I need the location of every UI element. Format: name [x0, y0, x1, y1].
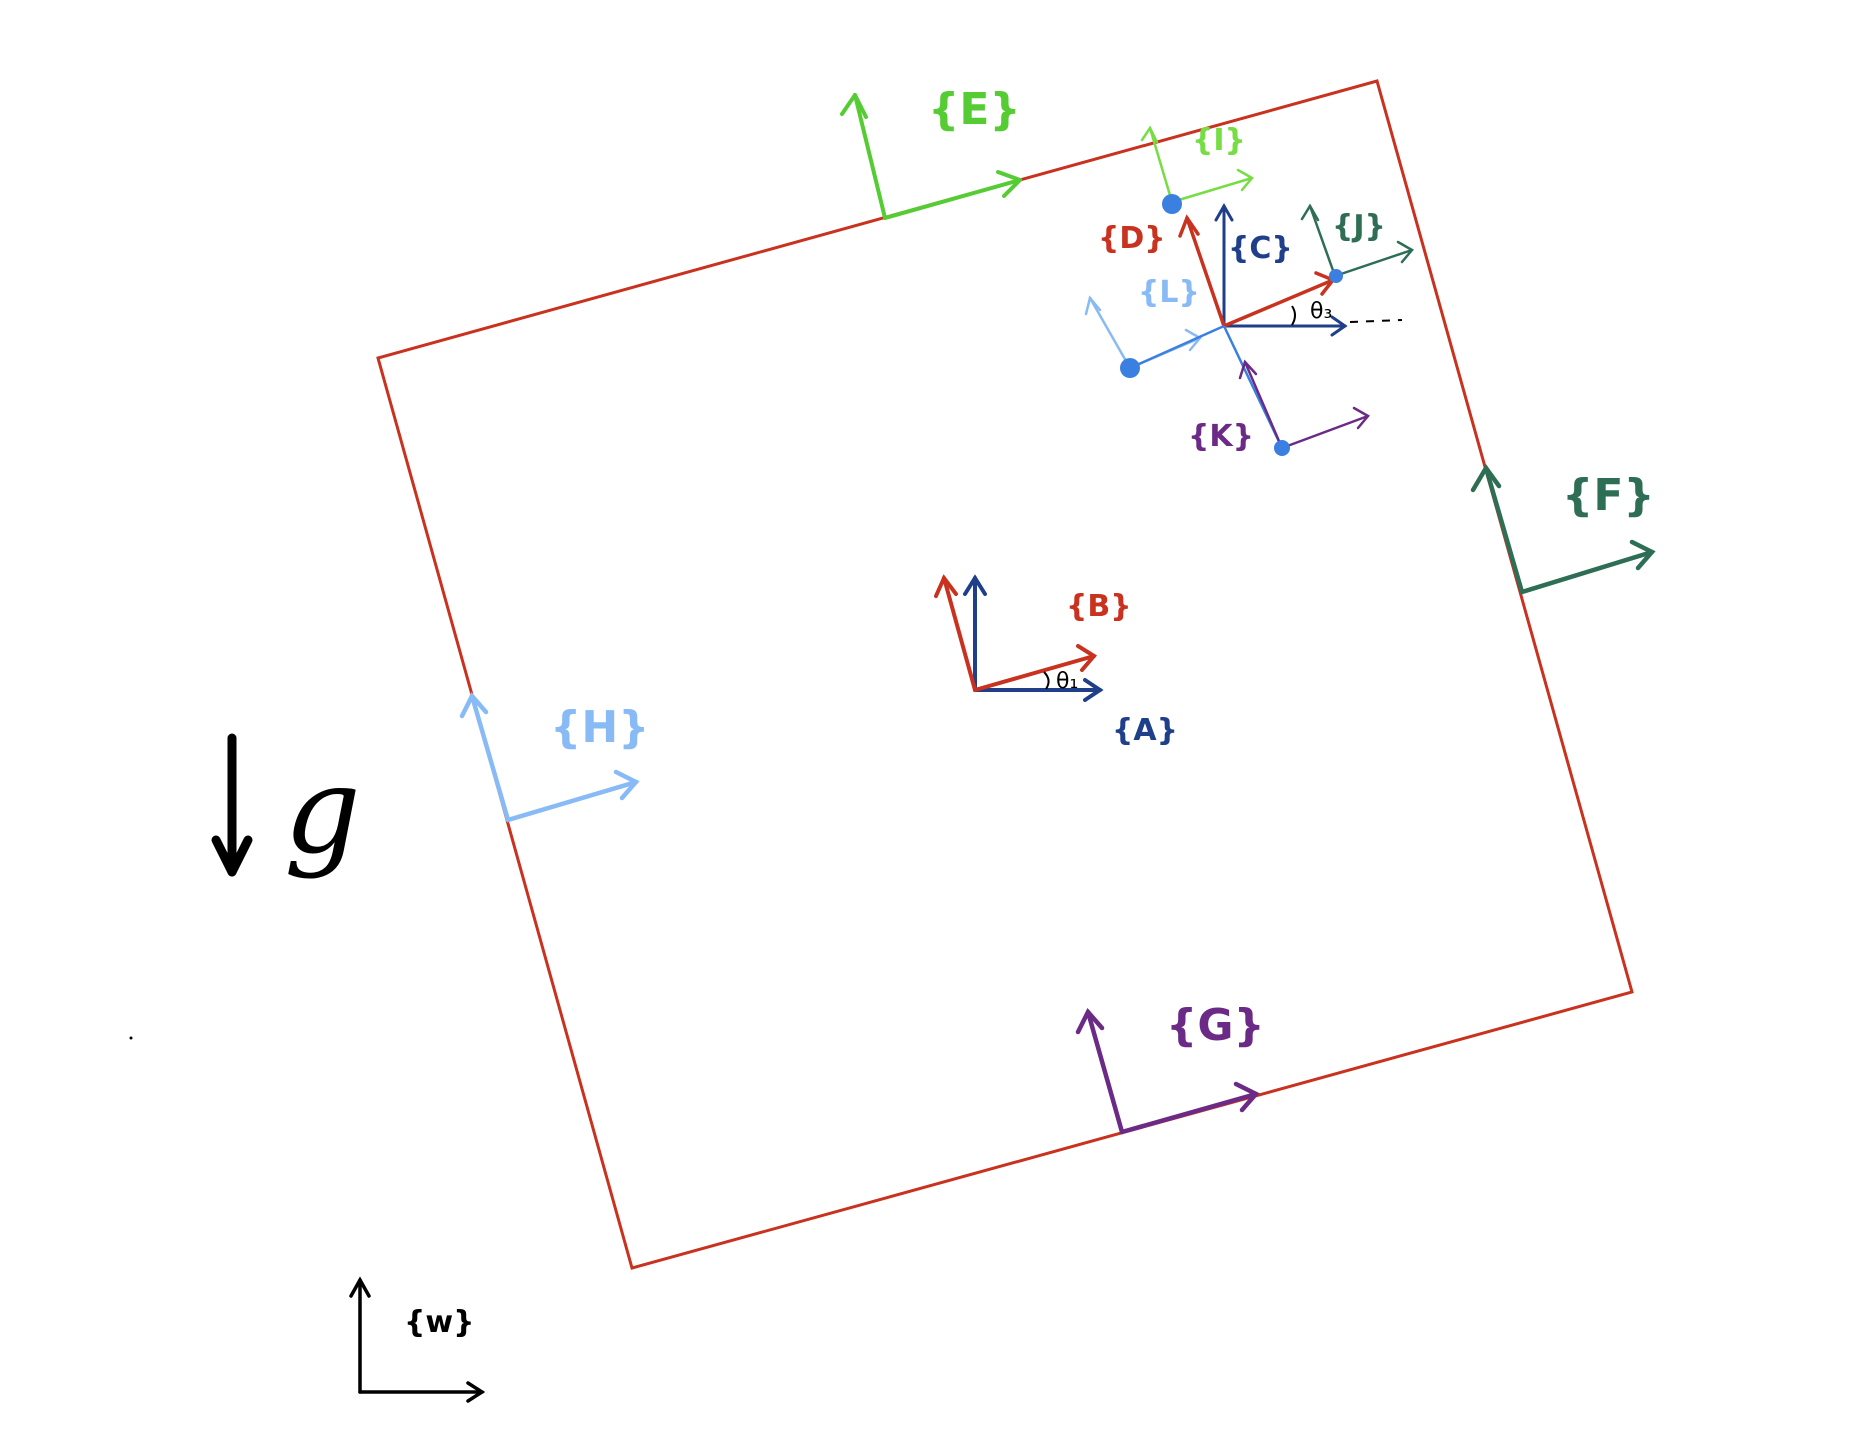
frame-W-label: {w}: [404, 1305, 474, 1340]
theta-1-label: θ₁: [1056, 669, 1078, 694]
frame-W-axes: [349, 1276, 486, 1403]
link-L-to-C: [1129, 324, 1225, 370]
frame-E-axes: [840, 93, 1022, 220]
frame-K-label: {K}: [1188, 419, 1254, 454]
frame-J-axes: [1300, 203, 1414, 278]
rigid-body-outline: [376, 79, 1634, 1270]
joint-dot-I: [1162, 194, 1182, 214]
frame-F-label: {F}: [1562, 470, 1655, 521]
frame-J-label: {J}: [1332, 209, 1386, 244]
frame-K-axes: [1238, 359, 1370, 450]
reference-dashed-line: [1349, 319, 1403, 323]
theta-1-arc: [1043, 671, 1050, 690]
frame-I-axes: [1140, 125, 1254, 204]
frame-A-label: {A}: [1112, 713, 1178, 748]
joint-dot-L: [1120, 358, 1140, 378]
frame-D-label: {D}: [1098, 221, 1166, 256]
stray-dot: [129, 1036, 133, 1040]
theta-3-arc: [1291, 305, 1296, 326]
frame-H-axes: [459, 691, 640, 823]
frame-B-axes: [934, 574, 1098, 692]
frame-H-label: {H}: [550, 702, 649, 753]
gravity-label: g: [284, 742, 361, 881]
theta-3-label: θ₃: [1310, 299, 1332, 324]
joint-dot-K: [1274, 440, 1290, 456]
frame-C-axes: [1214, 202, 1348, 337]
frame-E-label: {E}: [928, 84, 1021, 135]
frame-B-label: {B}: [1066, 589, 1132, 624]
frame-I-label: {I}: [1192, 123, 1246, 158]
gravity-arrow: [211, 733, 253, 877]
frame-G-axes: [1075, 1007, 1260, 1135]
joint-dot-J: [1329, 269, 1343, 283]
frame-L-label: {L}: [1138, 275, 1200, 310]
frame-C-label: {C}: [1228, 231, 1293, 266]
frame-F-axes: [1470, 463, 1656, 595]
frame-A-axes: [963, 574, 1104, 702]
frame-G-label: {G}: [1166, 1000, 1265, 1051]
